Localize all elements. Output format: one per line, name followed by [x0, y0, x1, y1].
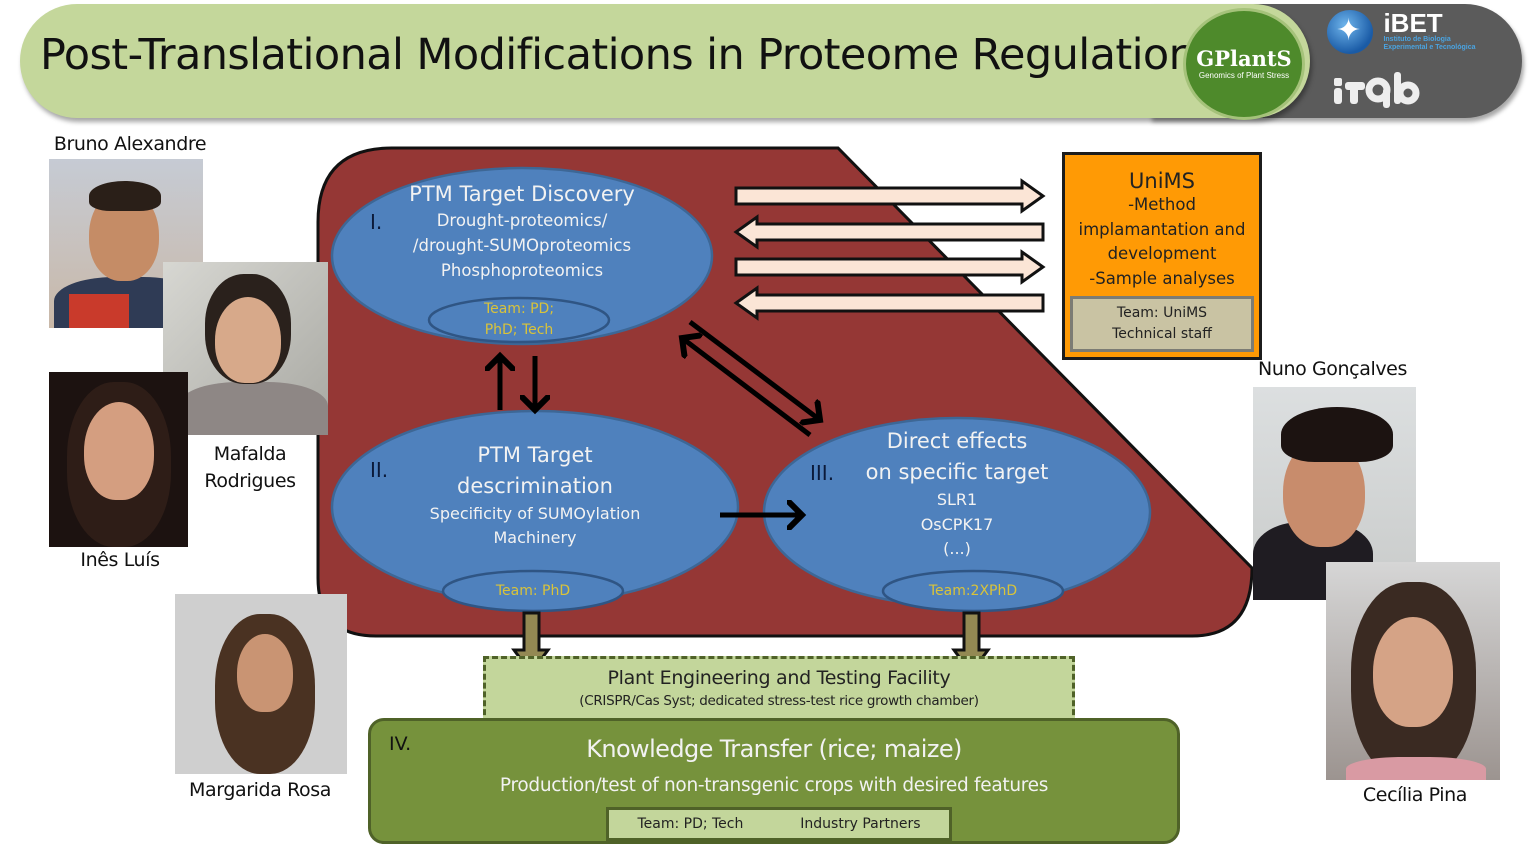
discrimination-team-ellipse — [441, 569, 625, 613]
unims-line-4: -Sample analyses — [1089, 268, 1235, 288]
unims-team-line-2: Technical staff — [1112, 326, 1212, 342]
direct-effects-title-2: on specific target — [865, 460, 1049, 484]
transfer-partners: Industry Partners — [800, 816, 921, 832]
discovery-team-line-2: PhD; Tech — [484, 322, 554, 338]
ibet-logo-subtitle-1: Instituto de Biologia — [1383, 36, 1451, 43]
facility-box: Plant Engineering and Testing Facility (… — [483, 656, 1075, 724]
unims-box: UniMS -Method implamantation and develop… — [1062, 152, 1262, 360]
ibet-logo-subtitle-2: Experimental e Tecnológica — [1383, 44, 1476, 51]
ibet-logo: iBET Instituto de Biologia Experimental … — [1327, 10, 1476, 54]
discrimination-line-1: Specificity of SUMOylation — [429, 504, 641, 523]
direct-effects-team: Team:2XPhD — [928, 583, 1018, 599]
person-name-mafalda: Mafalda Rodrigues — [190, 441, 310, 495]
unims-line-3: development — [1107, 244, 1217, 263]
unims-team-line-1: Team: UniMS — [1116, 305, 1208, 321]
person-name-cecilia: Cecília Pina — [1362, 784, 1468, 806]
direct-effects-numeral: III. — [810, 461, 835, 485]
page-title: Post-Translational Modifications in Prot… — [40, 30, 1196, 80]
discrimination-title-2: descrimination — [457, 474, 613, 498]
title-banner — [20, 4, 1310, 118]
photo-margarida — [175, 594, 347, 774]
arrow-direct-to-discovery — [682, 338, 812, 437]
flow-arrow-right-1 — [734, 178, 1046, 214]
flow-arrow-left-2 — [733, 285, 1045, 321]
ibet-globe-icon — [1327, 10, 1373, 54]
discovery-team: Team: PD; PhD; Tech — [440, 299, 598, 341]
discrimination-content: PTM Target descrimination Specificity of… — [385, 440, 685, 550]
discovery-line-3: Phosphoproteomics — [440, 261, 604, 280]
itqb-logo-icon — [1334, 72, 1420, 108]
discrimination-title-1: PTM Target — [477, 443, 593, 467]
discovery-team-line-1: Team: PD; — [483, 301, 555, 317]
discovery-ellipse — [330, 166, 714, 346]
unims-line-2: implamantation and — [1078, 219, 1246, 239]
flow-arrow-left-1 — [733, 214, 1045, 250]
unims-team-box: Team: UniMS Technical staff — [1070, 296, 1254, 352]
discrimination-team: Team: PhD — [495, 583, 571, 599]
gplants-logo: GPlantS Genomics of Plant Stress — [1183, 8, 1305, 120]
discovery-numeral: I. — [370, 210, 383, 234]
direct-effects-team-ellipse — [881, 569, 1065, 613]
discrimination-numeral: II. — [370, 458, 389, 482]
gplants-logo-tagline: Genomics of Plant Stress — [1198, 71, 1290, 80]
discovery-team-ellipse — [427, 296, 611, 344]
discovery-line-2: /drought-SUMOproteomics — [412, 236, 632, 255]
person-name-mafalda-first: Mafalda — [213, 443, 287, 465]
direct-effects-target-2: OsCPK17 — [920, 514, 994, 534]
direct-effects-title-1: Direct effects — [886, 429, 1028, 453]
facility-title: Plant Engineering and Testing Facility — [607, 667, 951, 689]
person-name-nuno: Nuno Gonçalves — [1258, 358, 1407, 380]
discovery-title: PTM Target Discovery — [409, 182, 635, 206]
knowledge-transfer-box: IV. Knowledge Transfer (rice; maize) Pro… — [368, 718, 1180, 844]
unims-line-1: -Method — [1128, 195, 1196, 214]
direct-effects-target-3: (...) — [943, 539, 971, 558]
transfer-team-box: Team: PD; Tech Industry Partners — [606, 807, 952, 841]
transfer-title: Knowledge Transfer (rice; maize) — [586, 735, 962, 763]
gplants-logo-name: GPlantS — [1196, 46, 1292, 71]
discovery-line-1: Drought-proteomics/ — [436, 211, 608, 230]
direct-effects-target-1: SLR1 — [936, 490, 978, 509]
flow-arrow-right-2 — [734, 249, 1046, 285]
person-name-mafalda-last: Rodrigues — [204, 470, 296, 492]
photo-bruno — [49, 159, 203, 328]
transfer-team: Team: PD; Tech — [637, 816, 744, 832]
person-name-margarida: Margarida Rosa — [189, 779, 331, 801]
person-name-ines: Inês Luís — [80, 549, 160, 571]
person-name-bruno: Bruno Alexandre — [53, 133, 207, 155]
arrow-discovery-to-direct — [688, 320, 820, 420]
discrimination-line-2: Machinery — [493, 528, 577, 547]
itqb-logo — [1332, 68, 1422, 117]
direct-effects-content: Direct effects on specific target SLR1 O… — [812, 426, 1102, 562]
photo-cecilia — [1326, 562, 1500, 780]
transfer-numeral: IV. — [389, 733, 412, 755]
unims-title: UniMS — [1129, 169, 1195, 193]
photo-ines — [49, 372, 188, 547]
ibet-logo-name: iBET — [1383, 8, 1443, 38]
transfer-subtitle: Production/test of non-transgenic crops … — [499, 775, 1049, 796]
photo-mafalda — [163, 262, 328, 435]
facility-subtitle: (CRISPR/Cas Syst; dedicated stress-test … — [579, 693, 979, 709]
discovery-content: PTM Target Discovery Drought-proteomics/… — [352, 181, 692, 283]
